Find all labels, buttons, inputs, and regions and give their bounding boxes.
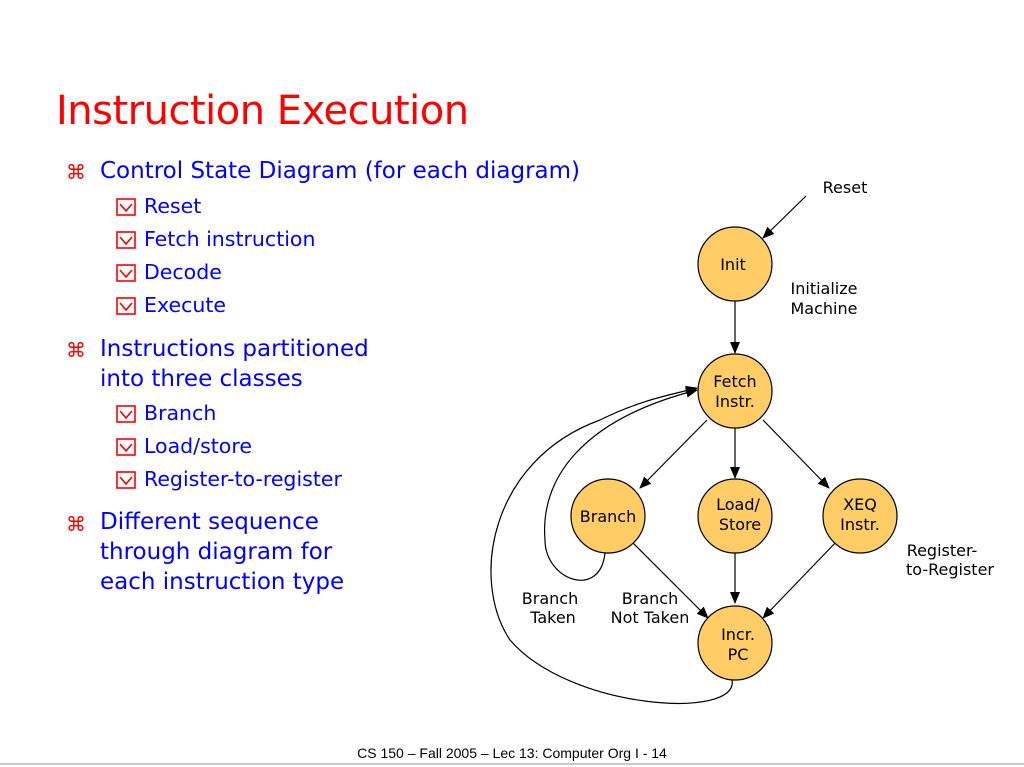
- initialize-label: Machine: [791, 299, 858, 318]
- branch-taken-label: Branch: [522, 589, 578, 608]
- state-fetch: Fetch Instr.: [697, 353, 773, 429]
- footer-divider: [0, 763, 1024, 765]
- sub-bullet: Register-to-register: [116, 466, 342, 492]
- register-to-register-label: to-Register: [906, 560, 994, 579]
- slide-footer: CS 150 – Fall 2005 – Lec 13: Computer Or…: [357, 745, 667, 761]
- bullet-text: Control State Diagram (for each diagram): [100, 158, 581, 184]
- sub-bullet: Execute: [116, 292, 226, 318]
- sub-bullet-text: Decode: [144, 260, 222, 284]
- sub-bullet-text: Load/store: [144, 434, 252, 458]
- checkbox-arrow-icon: [116, 405, 136, 423]
- state-label: Load/: [716, 495, 760, 514]
- bullet-text: through diagram for: [100, 539, 333, 565]
- command-bullet-icon: ⌘: [66, 160, 86, 184]
- sub-bullet: Decode: [116, 259, 222, 285]
- state-label: Branch: [580, 507, 636, 526]
- state-incr-pc: Incr. PC: [697, 605, 773, 681]
- reset-label: Reset: [823, 178, 868, 197]
- state-label: PC: [728, 645, 749, 664]
- bullet-text: Instructions partitioned: [100, 336, 369, 362]
- bullet-text: each instruction type: [100, 569, 345, 595]
- bullet-text: into three classes: [100, 366, 303, 392]
- sub-bullet-text: Branch: [144, 401, 217, 425]
- initialize-label: Initialize: [791, 279, 858, 298]
- reset-arrow: [762, 195, 807, 239]
- bullet-text: Different sequence: [100, 509, 319, 535]
- state-loadstore: Load/ Store: [697, 478, 773, 554]
- state-label: Fetch: [713, 372, 756, 391]
- checkbox-arrow-icon: [116, 297, 136, 315]
- checkbox-arrow-icon: [116, 471, 136, 489]
- edge-branch-taken-loop: [543, 387, 698, 581]
- state-label: Store: [719, 515, 761, 534]
- edge-xeq-incr: [762, 539, 839, 619]
- slide-title: Instruction Execution: [56, 88, 469, 134]
- branch-not-taken-label: Not Taken: [611, 608, 690, 627]
- sub-bullet: Fetch instruction: [116, 226, 315, 252]
- state-label: Instr.: [715, 392, 755, 411]
- sub-bullet-text: Reset: [144, 194, 202, 218]
- state-label: Init: [720, 255, 746, 274]
- state-label: Instr.: [840, 515, 880, 534]
- sub-bullet: Load/store: [116, 433, 252, 459]
- checkbox-arrow-icon: [116, 198, 136, 216]
- edge-fetch-branch: [639, 419, 708, 489]
- sub-bullet: Branch: [116, 400, 216, 426]
- state-init: Init: [697, 226, 773, 302]
- state-branch: Branch: [570, 478, 646, 554]
- command-bullet-icon: ⌘: [66, 512, 86, 536]
- command-bullet-icon: ⌘: [66, 338, 86, 362]
- checkbox-arrow-icon: [116, 264, 136, 282]
- sub-bullet-text: Register-to-register: [144, 467, 342, 491]
- checkbox-arrow-icon: [116, 438, 136, 456]
- branch-not-taken-label: Branch: [622, 589, 678, 608]
- edge-fetch-xeq: [762, 419, 830, 489]
- edge-branch-incr: [629, 539, 709, 619]
- branch-taken-label: Taken: [529, 608, 576, 627]
- state-label: XEQ: [843, 495, 877, 514]
- state-xeq: XEQ Instr.: [822, 478, 898, 554]
- state-label: Incr.: [721, 625, 755, 644]
- checkbox-arrow-icon: [116, 231, 136, 249]
- sub-bullet-text: Fetch instruction: [144, 227, 316, 251]
- sub-bullet-text: Execute: [144, 293, 226, 317]
- register-to-register-label: Register-: [907, 541, 978, 560]
- sub-bullet: Reset: [116, 193, 201, 219]
- edge-incr-fetch-loop: [490, 385, 733, 704]
